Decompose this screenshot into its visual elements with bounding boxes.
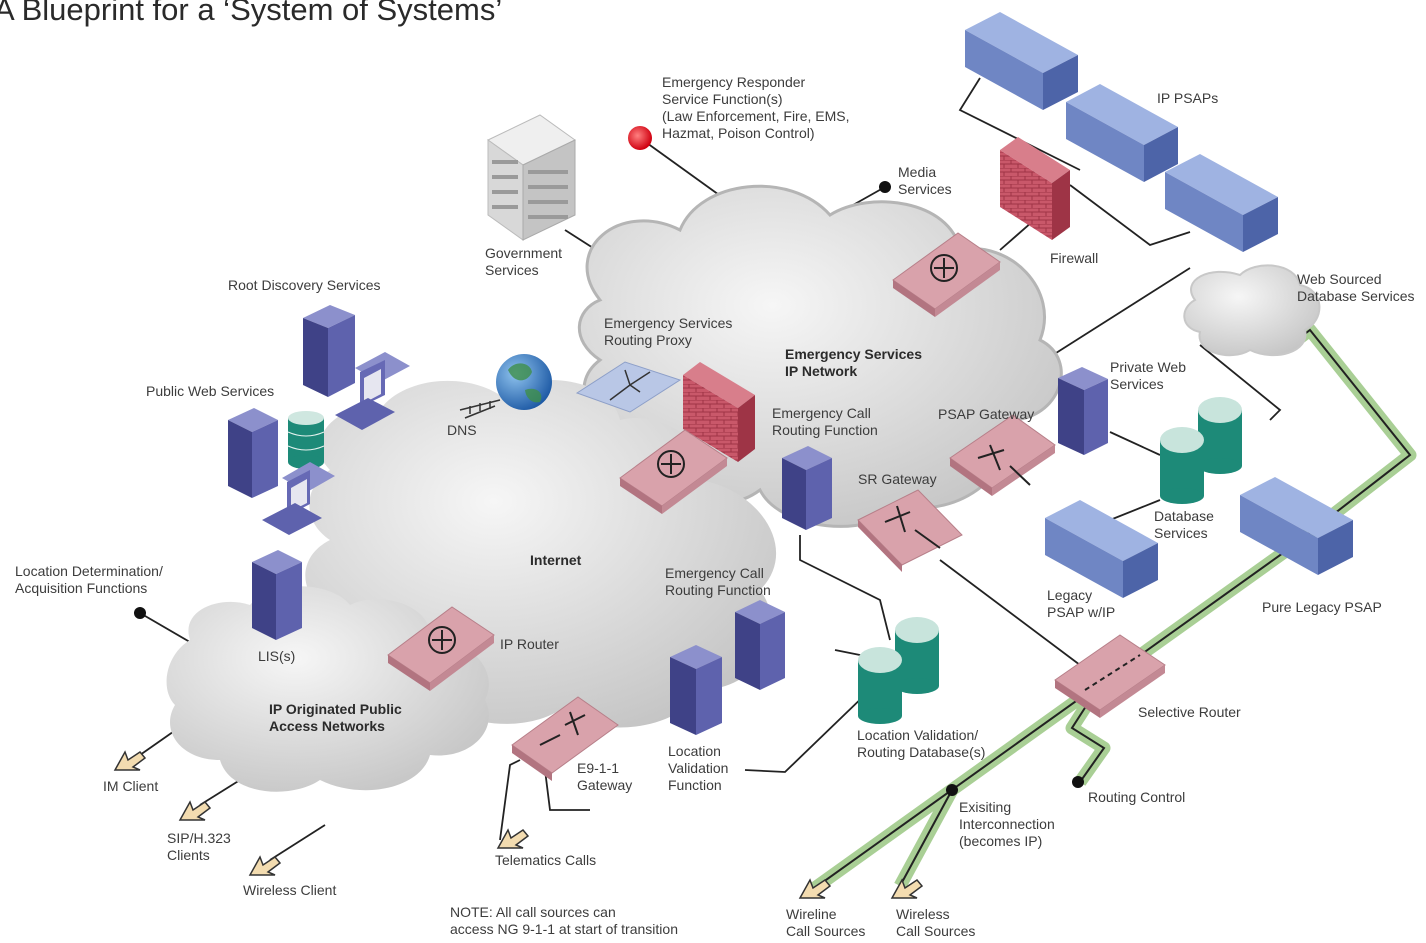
ecrf-mid-server-icon <box>735 600 785 690</box>
responder-dot <box>628 126 652 150</box>
pure-legacy-psap-building-icon <box>1240 477 1353 575</box>
selective-router-icon <box>1054 634 1166 718</box>
wireless-client-label: Wireless Client <box>243 882 337 898</box>
legacy-psap-ip-building-icon <box>1045 500 1158 598</box>
ecrf-top-server-icon <box>782 446 832 530</box>
ip-originated-cloud <box>166 586 489 792</box>
lis-label: LIS(s) <box>258 648 296 664</box>
firewall-main-icon <box>1000 137 1070 240</box>
telematics-label: Telematics Calls <box>495 852 597 868</box>
router-internet-icon <box>619 429 728 514</box>
dns-label: DNS <box>447 422 477 438</box>
public-web-server-icon <box>228 408 278 498</box>
ip-psap-building-2-icon <box>1066 84 1178 182</box>
lvf-server-icon <box>670 645 722 735</box>
esrp-icon <box>575 361 682 413</box>
selective-router-label: Selective Router <box>1138 704 1241 720</box>
media-services-node <box>879 181 891 193</box>
ip-psaps-label: IP PSAPs <box>1157 90 1219 106</box>
psap-gateway-label: PSAP Gateway <box>938 406 1035 422</box>
sr-gateway-icon <box>857 489 963 572</box>
router-es-icon <box>892 232 1001 317</box>
ip-router-icon <box>387 606 495 691</box>
ip-psap-building-3-icon <box>1165 154 1278 252</box>
lvf-db-label: Location Validation/Routing Database(s) <box>857 727 986 760</box>
lvf-database-icon <box>858 617 939 724</box>
dns-globe-icon <box>496 354 552 410</box>
routing-control-node <box>1072 776 1084 788</box>
root-discovery-server-icon <box>303 305 355 397</box>
dns-hub-icon <box>459 399 501 419</box>
location-determination-label: Location Determination/Acquisition Funct… <box>15 563 163 596</box>
e911-gateway-icon <box>511 696 619 781</box>
web-sourced-cloud <box>1183 264 1321 357</box>
ip-router-label: IP Router <box>500 636 559 652</box>
ip-psap-building-1-icon <box>965 12 1078 110</box>
internet-label: Internet <box>530 552 582 568</box>
public-web-label: Public Web Services <box>146 383 275 399</box>
sr-gateway-label: SR Gateway <box>858 471 937 487</box>
public-web-workstation-icon <box>262 462 335 535</box>
location-determination-node <box>134 607 146 619</box>
lis-server-icon <box>252 550 302 640</box>
firewall-internet-icon <box>683 362 755 462</box>
root-discovery-label: Root Discovery Services <box>228 277 381 293</box>
root-discovery-workstation-icon <box>335 352 410 430</box>
call-source-arrows <box>113 750 924 899</box>
routing-control-label: Routing Control <box>1088 789 1186 805</box>
private-web-server-icon <box>1058 367 1108 455</box>
im-client-label: IM Client <box>103 778 159 794</box>
pure-legacy-psap-label: Pure Legacy PSAP <box>1262 599 1382 615</box>
page-title: A Blueprint for a ‘System of Systems’ <box>0 0 503 27</box>
database-services-icon <box>1160 397 1242 504</box>
firewall-label: Firewall <box>1050 250 1099 266</box>
interconnection-node <box>946 784 958 796</box>
public-web-db-icon <box>287 411 325 469</box>
government-building-icon <box>487 114 576 241</box>
psap-gateway-icon <box>949 414 1056 496</box>
